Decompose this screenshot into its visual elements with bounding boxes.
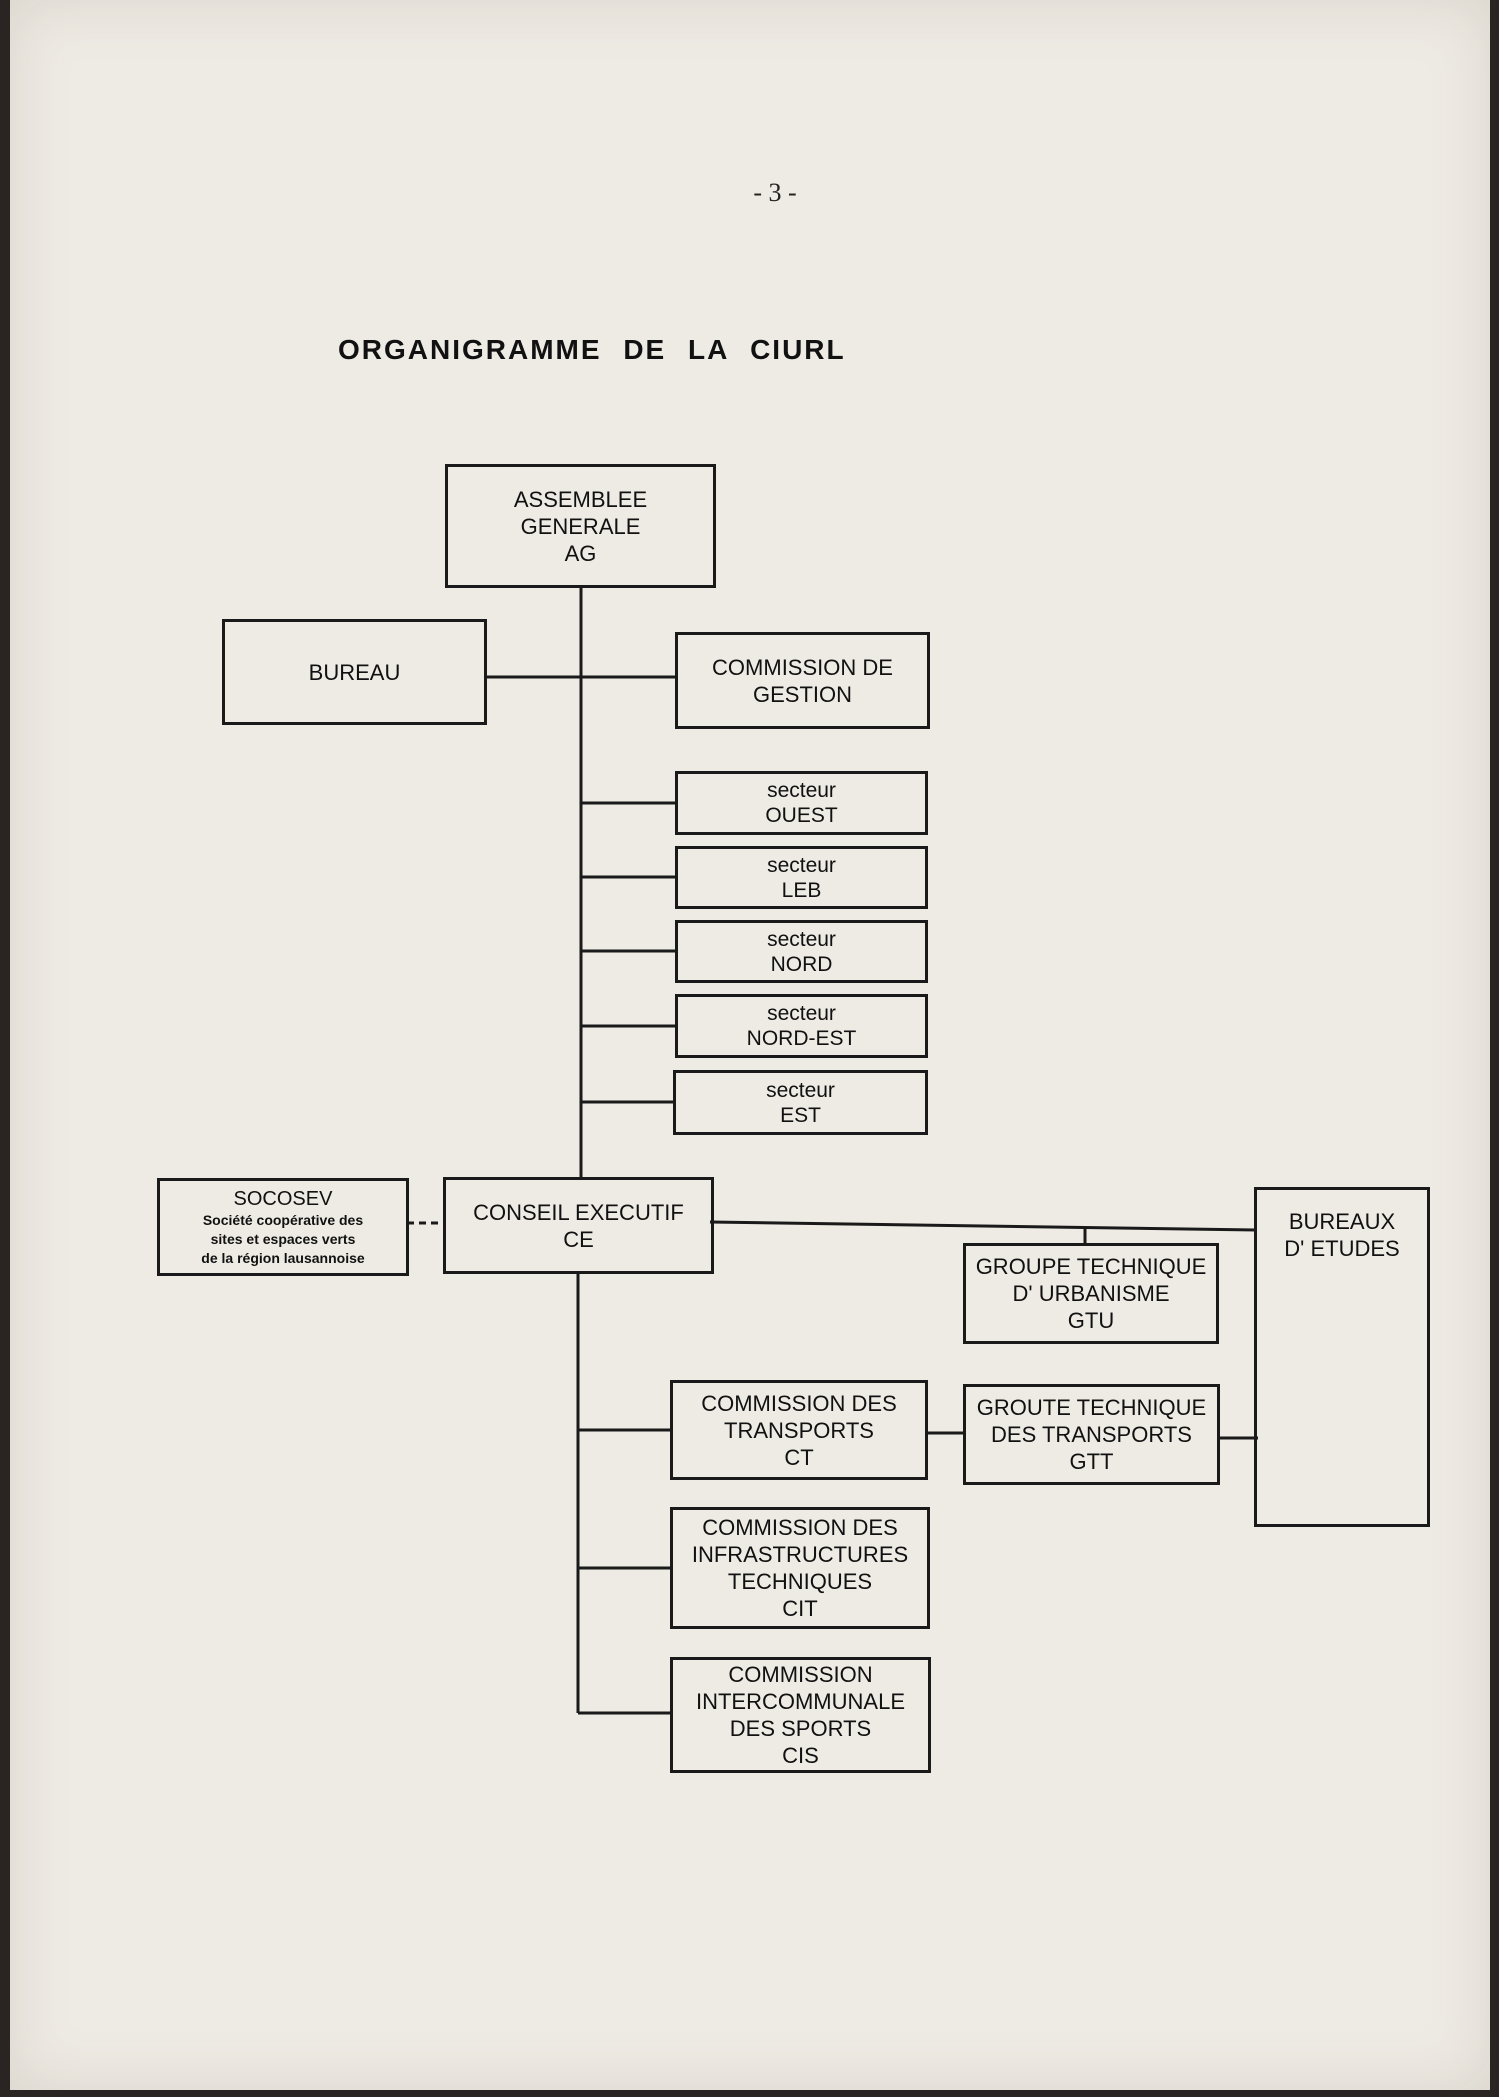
- page-title: ORGANIGRAMME DE LA CIURL: [338, 334, 846, 365]
- node-secteur-nord: secteur NORD: [675, 920, 928, 983]
- page-number: - 3 -: [753, 178, 797, 207]
- node-commission-des-transports: COMMISSION DES TRANSPORTS CT: [670, 1380, 928, 1480]
- connector-ce-bureaux: [709, 1220, 1257, 1232]
- node-secteur-nord-est: secteur NORD-EST: [675, 994, 928, 1058]
- node-commission-infrastructures: COMMISSION DES INFRASTRUCTURES TECHNIQUE…: [670, 1507, 930, 1629]
- node-bureau: BUREAU: [222, 619, 487, 725]
- node-bureaux-etudes: BUREAUX D' ETUDES: [1254, 1187, 1430, 1527]
- node-secteur-est: secteur EST: [673, 1070, 928, 1135]
- node-socosev: SOCOSEV Société coopérative des sites et…: [157, 1178, 409, 1276]
- node-secteur-leb: secteur LEB: [675, 846, 928, 909]
- node-commission-sports: COMMISSION INTERCOMMUNALE DES SPORTS CIS: [670, 1657, 931, 1773]
- node-secteur-ouest: secteur OUEST: [675, 771, 928, 835]
- node-conseil-executif: CONSEIL EXECUTIF CE: [443, 1177, 714, 1274]
- document-page: [10, 0, 1490, 2090]
- node-groupe-technique-urbanisme: GROUPE TECHNIQUE D' URBANISME GTU: [963, 1243, 1219, 1344]
- node-commission-de-gestion: COMMISSION DE GESTION: [675, 632, 930, 729]
- node-assemblee-generale: ASSEMBLEE GENERALE AG: [445, 464, 716, 588]
- node-groupe-technique-transports: GROUTE TECHNIQUE DES TRANSPORTS GTT: [963, 1384, 1220, 1485]
